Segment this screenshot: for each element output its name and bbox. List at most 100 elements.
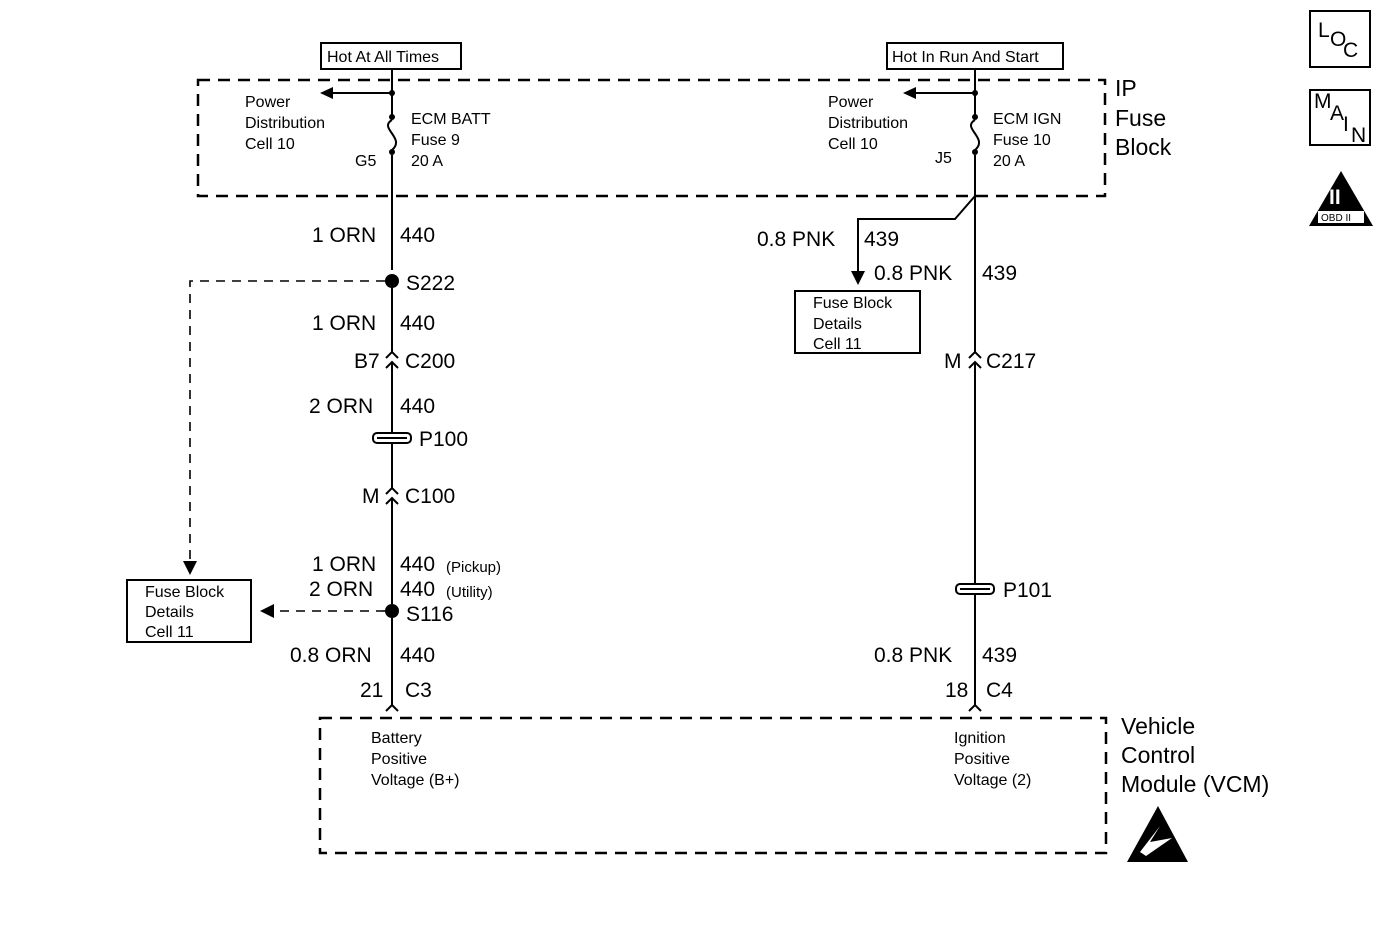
left-wire3-size: 2 ORN	[309, 395, 373, 418]
ecm-ign-fuse-label: ECM IGN Fuse 10 20 A J5	[935, 111, 1061, 170]
left-ref-3: Cell 10	[245, 136, 295, 153]
fbd-right-3: Cell 11	[813, 336, 862, 353]
left-wire1-num: 440	[400, 224, 435, 247]
left-ref-2: Distribution	[245, 115, 325, 132]
vcm-right-3: Voltage (2)	[954, 772, 1031, 789]
hot-in-run-and-start-label: Hot In Run And Start	[886, 42, 1064, 70]
right-fuse-pin: J5	[935, 150, 952, 167]
connector-c4: C4	[986, 679, 1013, 702]
vcm-title-2: Control	[1121, 742, 1195, 768]
hot-at-all-times-label: Hot At All Times	[320, 42, 462, 70]
left-wire5-num: 440	[400, 578, 435, 601]
main-icon[interactable]: M A I N	[1309, 89, 1371, 147]
left-wire3-num: 440	[400, 395, 435, 418]
vcm-title-1: Vehicle	[1121, 713, 1195, 739]
connector-c217: C217	[986, 350, 1036, 373]
pass-through-grommet-icon	[372, 432, 412, 444]
main-n: N	[1351, 124, 1366, 147]
vcm-title: Vehicle Control Module (VCM)	[1121, 713, 1269, 797]
fbd-right-2: Details	[813, 316, 862, 333]
pass-through-grommet-icon	[955, 583, 995, 595]
right-ref-1: Power	[828, 94, 874, 111]
loc-o: O	[1330, 28, 1346, 51]
fbd-right-1: Fuse Block	[813, 295, 893, 312]
left-wire4-num: 440	[400, 553, 435, 576]
grommet-p100: P100	[419, 428, 468, 451]
fuse-icon	[970, 114, 981, 155]
vcm-left-1: Battery	[371, 730, 422, 747]
left-fuse-2: Fuse 9	[411, 132, 460, 149]
obd-ii-icon[interactable]: II OBD II	[1309, 171, 1373, 226]
arrow-icon	[851, 271, 865, 285]
c100-pin: M	[362, 485, 380, 508]
arrow-icon	[183, 561, 197, 575]
obd-roman: II	[1329, 186, 1341, 209]
left-wire6-size: 0.8 ORN	[290, 644, 372, 667]
left-wire2-num: 440	[400, 312, 435, 335]
connector-c100: C100	[405, 485, 455, 508]
loc-icon[interactable]: L O C	[1309, 10, 1371, 68]
left-wire5-note: (Utility)	[446, 584, 493, 601]
fbd-left-3: Cell 11	[145, 624, 194, 641]
ecm-batt-fuse-label: ECM BATT Fuse 9 20 A G5	[355, 111, 491, 170]
connector-icon	[385, 703, 399, 712]
left-wire5-size: 2 ORN	[309, 578, 373, 601]
c3-pin: 21	[360, 679, 383, 702]
vcm-left-3: Voltage (B+)	[371, 772, 460, 789]
ip-fuse-block-title: IP Fuse Block	[1115, 75, 1172, 160]
right-ref-3: Cell 10	[828, 136, 878, 153]
esd-warning-icon	[1127, 806, 1188, 862]
arrow-icon	[260, 604, 274, 618]
fbd-left-1: Fuse Block	[145, 584, 225, 601]
left-fuse-1: ECM BATT	[411, 111, 491, 128]
vcm-ignition-positive-label: Ignition Positive Voltage (2)	[954, 730, 1031, 789]
right-branch-num: 439	[864, 228, 899, 251]
hot-in-run-and-start-text: Hot In Run And Start	[892, 49, 1039, 66]
left-wire4-note: (Pickup)	[446, 559, 501, 576]
fuse-block-details-right: Fuse Block Details Cell 11	[794, 290, 921, 354]
right-fuse-3: 20 A	[993, 153, 1025, 170]
connector-icon	[968, 703, 982, 712]
main-i: I	[1343, 113, 1349, 136]
left-wire6-num: 440	[400, 644, 435, 667]
connector-c200: C200	[405, 350, 455, 373]
arrow-icon	[903, 87, 916, 99]
fuse-icon	[387, 114, 398, 155]
vcm-left-2: Positive	[371, 751, 427, 768]
loc-l: L	[1318, 19, 1330, 42]
right-ref-2: Distribution	[828, 115, 908, 132]
main-a: A	[1330, 102, 1344, 125]
right-wire2-num: 439	[982, 644, 1017, 667]
right-wire1-size: 0.8 PNK	[874, 262, 952, 285]
left-fuse-3: 20 A	[411, 153, 443, 170]
right-wire1-num: 439	[982, 262, 1017, 285]
fuse-block-details-left: Fuse Block Details Cell 11	[126, 579, 252, 643]
vcm-right-1: Ignition	[954, 730, 1006, 747]
arrow-icon	[320, 87, 333, 99]
ip-fuse-block-title-2: Fuse	[1115, 105, 1166, 131]
vcm-right-2: Positive	[954, 751, 1010, 768]
fbd-left-2: Details	[145, 604, 194, 621]
left-power-distribution-ref: Power Distribution Cell 10	[245, 94, 325, 153]
left-fuse-pin: G5	[355, 153, 376, 170]
splice-s222: S222	[406, 272, 455, 295]
right-power-distribution-ref: Power Distribution Cell 10	[828, 94, 908, 153]
c4-pin: 18	[945, 679, 968, 702]
ip-fuse-block-box	[196, 78, 1107, 198]
splice-icon	[385, 274, 399, 288]
left-wire2-size: 1 ORN	[312, 312, 376, 335]
loc-c: C	[1343, 39, 1358, 62]
right-wire2-size: 0.8 PNK	[874, 644, 952, 667]
grommet-p101: P101	[1003, 579, 1052, 602]
main-m: M	[1314, 90, 1332, 113]
hot-at-all-times-text: Hot At All Times	[327, 49, 439, 66]
ip-fuse-block-title-3: Block	[1115, 134, 1172, 160]
right-fuse-1: ECM IGN	[993, 111, 1061, 128]
c217-pin: M	[944, 350, 962, 373]
connector-c3: C3	[405, 679, 432, 702]
c200-pin: B7	[354, 350, 380, 373]
right-branch-size: 0.8 PNK	[757, 228, 835, 251]
splice-icon	[385, 604, 399, 618]
obd-label: OBD II	[1321, 213, 1351, 224]
